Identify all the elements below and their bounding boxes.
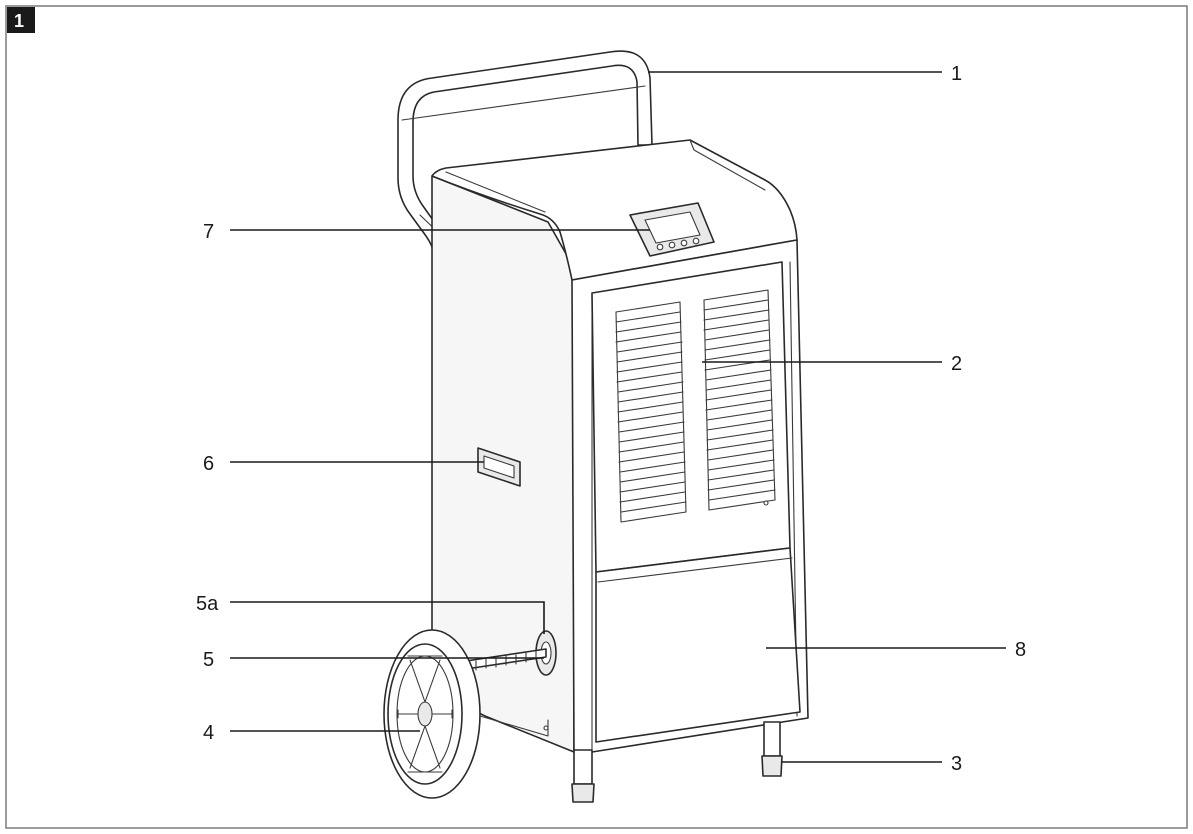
air-outlet-grille [591, 261, 791, 573]
callout-2: 2 [951, 353, 962, 375]
callout-labels: 1 7 2 6 5a 5 8 4 3 [196, 63, 1026, 775]
figure-frame [5, 5, 1188, 829]
callout-5: 5 [203, 649, 214, 671]
callout-8: 8 [1015, 639, 1026, 661]
leader-lines [230, 71, 1006, 763]
control-panel [629, 202, 715, 257]
foot-right [761, 721, 783, 777]
figure-number: 1 [14, 11, 24, 31]
callout-1: 1 [951, 63, 962, 85]
callout-6: 6 [203, 453, 214, 475]
dehumidifier-illustration [383, 50, 809, 803]
leader-5a [230, 601, 545, 634]
louvers-left [615, 301, 687, 523]
foot-left [571, 749, 595, 803]
figure-number-badge: 1 [7, 7, 35, 33]
wheel [383, 629, 481, 799]
callout-5a: 5a [196, 593, 219, 615]
callout-7: 7 [203, 221, 214, 243]
water-tank [595, 547, 801, 743]
carry-recess [477, 447, 521, 487]
callout-3: 3 [951, 753, 962, 775]
callout-4: 4 [203, 722, 214, 744]
louvers-right [703, 289, 776, 511]
